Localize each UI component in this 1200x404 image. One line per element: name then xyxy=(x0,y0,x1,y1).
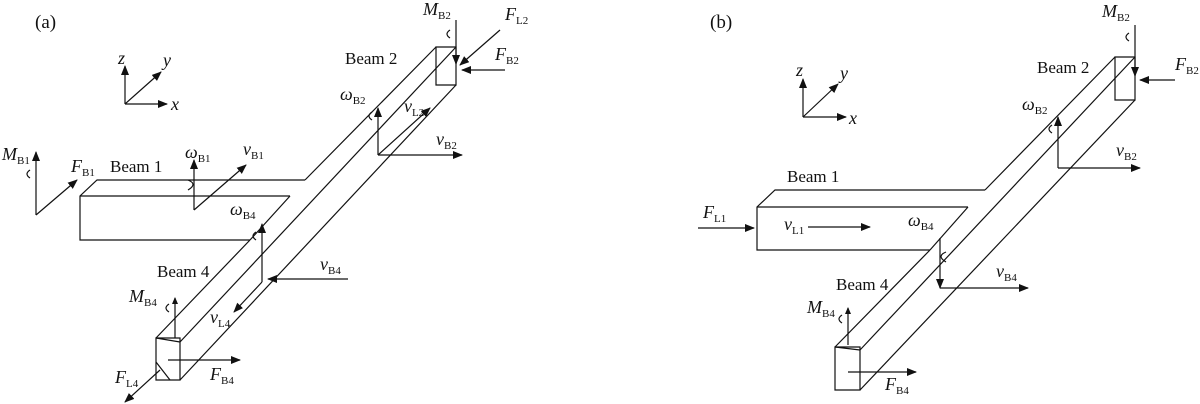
main-beam-lower-edge xyxy=(179,84,457,381)
panel-b-beam2-loads: MB2 FB2 ωB2 vB2 xyxy=(1022,1,1199,172)
main-beam-right-edge xyxy=(179,46,457,343)
M-B1-rotation-icon xyxy=(26,169,31,179)
v-L2-arrow xyxy=(377,107,431,156)
M-B2-label: MB2 xyxy=(1101,1,1130,24)
v-B4-label: vB4 xyxy=(996,261,1017,284)
v-L4-arrow xyxy=(233,281,263,313)
F-B1-label: FB1 xyxy=(70,156,95,179)
F-B4-label: FB4 xyxy=(209,364,234,387)
beam4-label: Beam 4 xyxy=(157,262,210,281)
M-B2-rotation-icon xyxy=(1125,32,1130,42)
panel-a-tag: (a) xyxy=(35,12,56,33)
M-B2-rotation-icon xyxy=(446,29,451,39)
beam4-end-top xyxy=(155,337,181,343)
omega-B4-label: ωB4 xyxy=(230,199,256,222)
y-axis-label: y xyxy=(838,63,848,83)
F-B1-arrow xyxy=(35,179,78,216)
F-L4-arrow xyxy=(124,369,161,403)
beam2-label: Beam 2 xyxy=(1037,58,1089,77)
F-B2-label: FB2 xyxy=(1174,54,1199,77)
panel-b-beam1-loads: FL1 vL1 xyxy=(698,202,871,237)
omega-B1-label: ωB1 xyxy=(185,142,211,165)
panel-b-axes: z x y xyxy=(795,60,857,128)
v-L4-label: vL4 xyxy=(210,307,231,330)
x-axis-label: x xyxy=(848,108,857,128)
F-L1-label: FL1 xyxy=(702,202,726,225)
panel-b: (b) z x y Beam 2 Beam 1 Beam 4 xyxy=(698,1,1199,397)
main-beam-upper-edge xyxy=(984,56,1116,191)
beam4-label: Beam 4 xyxy=(836,275,889,294)
v-B2-label: vB2 xyxy=(1116,140,1137,163)
beam4-end-face xyxy=(834,346,861,391)
main-beam-inner-edge xyxy=(155,239,251,339)
y-axis-label: y xyxy=(161,50,171,70)
v-B4-label: vB4 xyxy=(320,254,341,277)
beam1-label: Beam 1 xyxy=(787,167,839,186)
panel-b-beam4-loads: ωB4 vB4 MB4 FB4 xyxy=(806,210,1029,397)
v-B1-label: vB1 xyxy=(243,139,264,162)
panel-b-tag: (b) xyxy=(710,12,732,33)
beam1-junction-edge xyxy=(929,206,969,251)
beam2-end-face xyxy=(1114,56,1136,101)
main-beam-right-edge xyxy=(859,56,1136,351)
M-B4-rotation-icon xyxy=(838,314,843,324)
beam4-end-top xyxy=(834,346,861,351)
F-B2-label: FB2 xyxy=(494,44,519,67)
omega-B2-rotation-icon xyxy=(368,111,373,121)
M-B2-label: MB2 xyxy=(422,0,451,22)
beam2-label: Beam 2 xyxy=(345,49,397,68)
panel-b-beam-structure xyxy=(756,56,1136,391)
omega-B2-label: ωB2 xyxy=(1022,94,1048,117)
panel-a: (a) z x y xyxy=(1,0,528,403)
panel-a-beam2-loads: MB2 FL2 FB2 ωB2 vL2 vB2 xyxy=(340,0,528,159)
v-B1-arrow xyxy=(193,164,247,211)
omega-B4-rotation-icon xyxy=(940,251,947,263)
v-L1-label: vL1 xyxy=(784,214,804,237)
panel-a-axes: z x y xyxy=(117,48,179,114)
y-axis-arrow xyxy=(124,71,162,105)
omega-B2-rotation-icon xyxy=(1048,124,1053,134)
F-B4-label: FB4 xyxy=(884,374,909,397)
omega-B4-rotation-icon xyxy=(252,231,257,241)
M-B4-label: MB4 xyxy=(128,286,157,309)
panel-a-beam1-loads: MB1 FB1 ωB1 vB1 xyxy=(1,139,264,216)
F-L4-label: FL4 xyxy=(114,367,139,390)
M-B4-label: MB4 xyxy=(806,297,835,320)
omega-B4-label: ωB4 xyxy=(908,210,934,233)
panel-a-beam-structure xyxy=(79,46,457,381)
F-L2-label: FL2 xyxy=(504,4,528,27)
panel-a-beam4-loads: ωB4 vB4 MB4 vL4 FL4 FB4 xyxy=(114,199,348,403)
beam4-end-face xyxy=(155,337,181,381)
M-B1-label: MB1 xyxy=(1,144,30,167)
z-axis-label: z xyxy=(795,60,803,80)
main-beam-lower-edge xyxy=(859,99,1136,391)
omega-B2-label: ωB2 xyxy=(340,84,366,107)
beam1-junction-edge xyxy=(249,195,291,241)
y-axis-arrow xyxy=(802,83,839,118)
main-beam-inner-edge xyxy=(834,249,931,348)
omega-B1-rotation-icon xyxy=(187,179,194,191)
v-L2-label: vL2 xyxy=(404,96,424,119)
beam4-end-detail xyxy=(155,361,171,381)
M-B4-rotation-icon xyxy=(165,303,170,313)
F-L2-arrow xyxy=(459,29,501,66)
beam1-outline xyxy=(79,179,305,241)
v-B2-label: vB2 xyxy=(436,129,457,152)
z-axis-label: z xyxy=(117,48,125,68)
beam1-label: Beam 1 xyxy=(110,157,162,176)
x-axis-label: x xyxy=(170,94,179,114)
